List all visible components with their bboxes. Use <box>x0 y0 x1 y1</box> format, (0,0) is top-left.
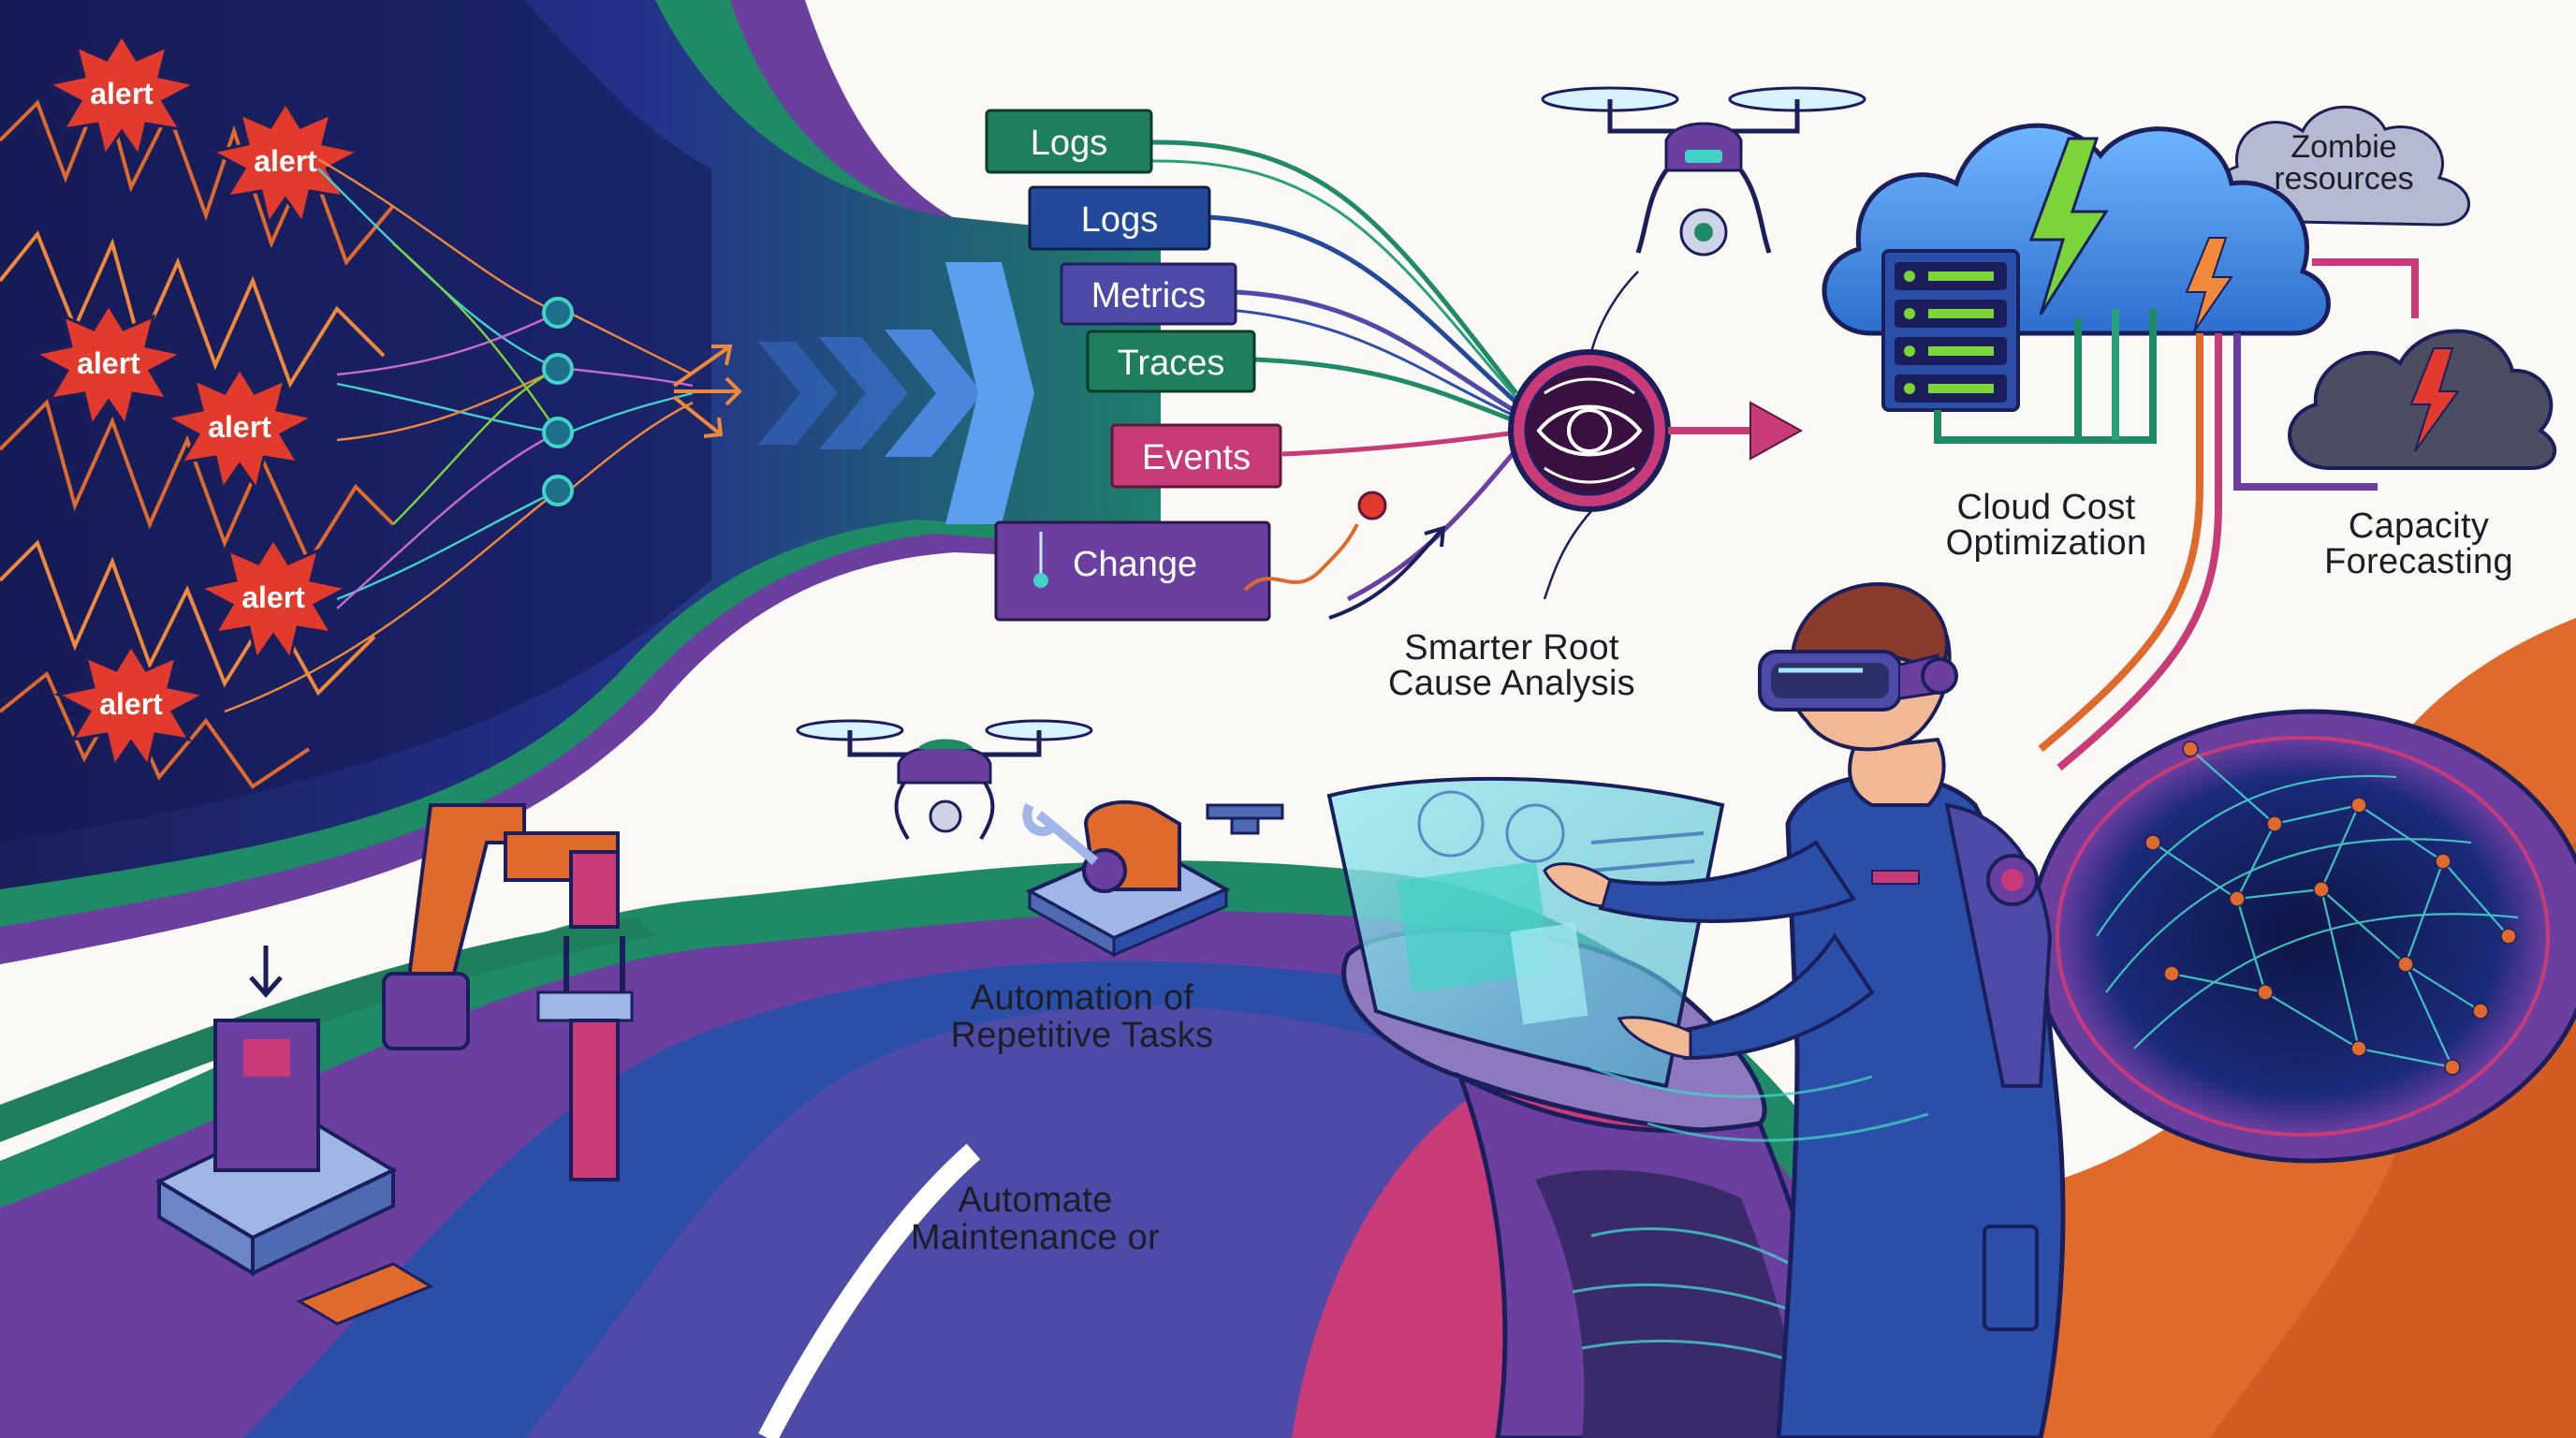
alert-label: alert <box>90 77 154 110</box>
output-arrows-icon <box>672 345 742 438</box>
signal-label: Change <box>1073 545 1197 584</box>
alert-burst: alert <box>31 302 186 429</box>
zombie-label: Zombie <box>2291 129 2396 165</box>
holographic-screen <box>1326 776 1725 1089</box>
cloud-pipes <box>1934 258 2419 771</box>
alert-label: alert <box>99 687 163 721</box>
alert-burst: alert <box>44 33 199 159</box>
signal-label: Logs <box>1031 124 1107 163</box>
alert-label: alert <box>242 580 305 614</box>
drone-icon <box>796 719 1093 841</box>
alert-burst: alert <box>162 366 317 492</box>
wrench-gear-machine-icon <box>1022 800 1284 958</box>
root-cause-label: Cause Analysis <box>1388 664 1635 703</box>
lightning-icon <box>2028 137 2233 332</box>
capacity-cloud <box>2288 329 2557 470</box>
drone-icon <box>1541 86 1866 257</box>
alert-burst: alert <box>53 643 209 770</box>
network-portal <box>2028 709 2576 1164</box>
automation-label: Repetitive Tasks <box>951 1016 1214 1055</box>
root-cause-label: Smarter Root <box>1404 628 1619 668</box>
automation-label: Automation of <box>971 978 1194 1018</box>
maintenance-label: Maintenance or <box>911 1218 1160 1257</box>
neural-network-node-graph <box>224 157 694 713</box>
server-rack-icon <box>1881 249 2020 412</box>
cloud-cost-label: Cloud Cost <box>1957 488 2136 527</box>
maintenance-label: Automate <box>958 1181 1112 1220</box>
signal-box-change: Change <box>994 521 1271 622</box>
change-squiggle <box>1243 491 1446 620</box>
alert-burst: alert <box>196 536 351 663</box>
speed-lines <box>1590 1065 1929 1142</box>
signal-box-metrics: Metrics <box>1060 262 1237 326</box>
signal-label: Events <box>1142 438 1251 477</box>
signal-box-logs-1: Logs <box>985 109 1153 174</box>
eye-hub-icon <box>1508 271 1804 600</box>
capacity-label: Forecasting <box>2324 542 2513 581</box>
network-nodes <box>542 297 574 506</box>
signal-box-traces: Traces <box>1086 330 1256 393</box>
signal-box-events: Events <box>1110 423 1282 489</box>
signal-label: Traces <box>1118 344 1225 383</box>
signal-box-logs-2: Logs <box>1028 185 1211 251</box>
vr-headset-icon <box>1758 650 1958 712</box>
alert-label: alert <box>77 346 140 380</box>
zombie-label: resources <box>2274 161 2413 197</box>
alert-label: alert <box>208 410 271 444</box>
signal-streams <box>1150 139 1518 602</box>
alert-bursts: alert alert alert alert alert alert <box>31 33 363 770</box>
alert-funnel <box>0 0 1161 964</box>
alert-label: alert <box>254 144 317 178</box>
signal-label: Logs <box>1081 200 1158 240</box>
cloud-cost-label: Optimization <box>1946 523 2147 563</box>
alert-burst: alert <box>208 100 363 227</box>
signal-label: Metrics <box>1091 276 1206 315</box>
robotic-arm-icon <box>154 803 634 1326</box>
capacity-label: Capacity <box>2349 506 2489 546</box>
chevron-arrows-icon <box>758 262 1034 524</box>
